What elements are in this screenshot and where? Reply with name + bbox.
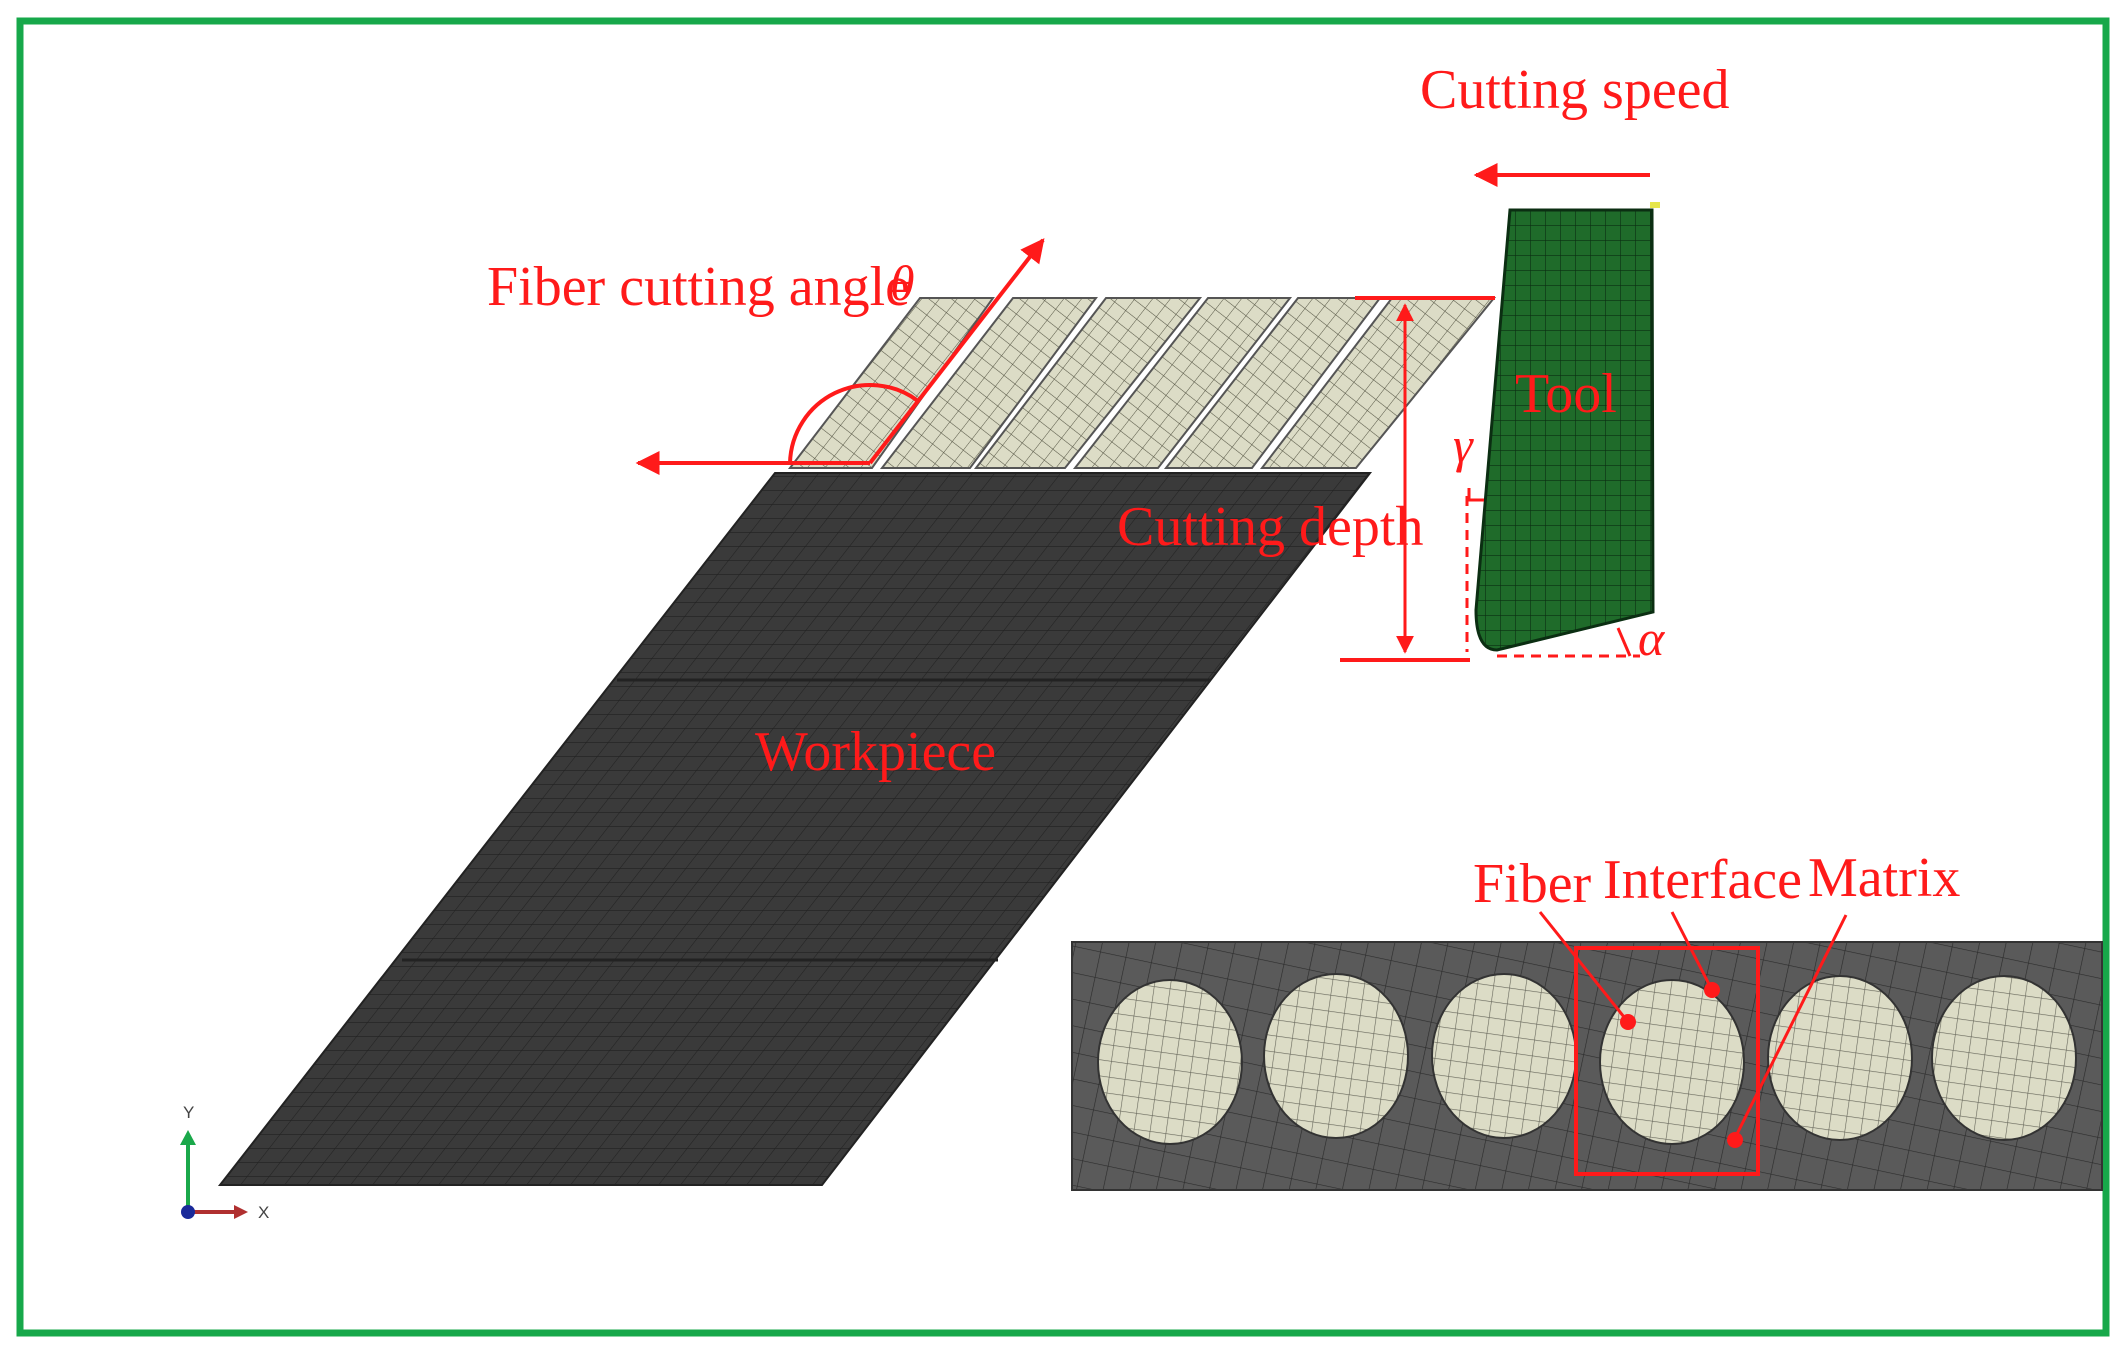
- coordinate-axes: Y X: [180, 1103, 269, 1222]
- tool-label: Tool: [1515, 363, 1617, 425]
- theta-symbol: θ: [890, 255, 915, 311]
- workpiece-label: Workpiece: [755, 721, 996, 783]
- fiber-circle: [1097, 979, 1243, 1145]
- interface-callout-dot: [1704, 982, 1720, 998]
- clearance-angle-arc: [1616, 627, 1632, 657]
- fiber-callout-line: [1538, 911, 1630, 1023]
- tool: Tool: [1474, 202, 1660, 652]
- cutting-speed-annotation: Cutting speed: [1420, 59, 1730, 187]
- axis-origin: [181, 1205, 195, 1219]
- interface-label: Interface: [1603, 849, 1802, 911]
- x-axis-label: X: [258, 1203, 269, 1222]
- matrix-label: Matrix: [1808, 847, 1960, 909]
- matrix-callout-line: [1733, 914, 1848, 1139]
- fiber-callout-dot: [1620, 1014, 1636, 1030]
- fiber-strip: [1072, 297, 1293, 469]
- fiber-strips: [787, 297, 1497, 469]
- tool-angles: γ α: [1453, 417, 1666, 666]
- fiber-direction-arrow: [868, 238, 1045, 465]
- fiber-circle: [1599, 979, 1745, 1145]
- detail-highlight-box: [1574, 946, 1760, 1176]
- angle-arc: [788, 382, 920, 464]
- gamma-symbol: γ: [1453, 417, 1474, 473]
- y-axis-label: Y: [183, 1103, 194, 1122]
- fiber-circle: [1767, 975, 1913, 1141]
- tool-corner-marker: [1650, 202, 1660, 208]
- cutting-depth-label: Cutting depth: [1117, 496, 1423, 558]
- cutting-speed-label: Cutting speed: [1420, 59, 1730, 121]
- rake-angle-tick: [1467, 488, 1484, 502]
- fiber-cutting-angle-label: Fiber cutting angle: [487, 256, 910, 318]
- fiber-strip: [1163, 297, 1383, 469]
- workpiece: [217, 472, 1373, 1186]
- interface-callout-line: [1670, 911, 1714, 991]
- matrix-callout-dot: [1727, 1132, 1743, 1148]
- fiber-strip: [973, 297, 1203, 469]
- fiber-angle-annotation: Fiber cutting angle θ: [487, 238, 1045, 475]
- alpha-symbol: α: [1638, 610, 1666, 666]
- fiber-strip: [787, 297, 995, 469]
- fiber-circle: [1263, 973, 1409, 1139]
- cutting-depth-annotation: Cutting depth: [1117, 296, 1495, 662]
- microstructure-cross-section: [1071, 941, 2103, 1191]
- fiber-circle: [1931, 975, 2077, 1141]
- microstructure-callouts: Fiber Interface Matrix: [1473, 847, 1960, 1148]
- matrix-region: [1071, 941, 2103, 1191]
- fiber-label: Fiber: [1473, 853, 1592, 915]
- fiber-circle: [1431, 973, 1577, 1139]
- fiber-strip: [879, 297, 1098, 469]
